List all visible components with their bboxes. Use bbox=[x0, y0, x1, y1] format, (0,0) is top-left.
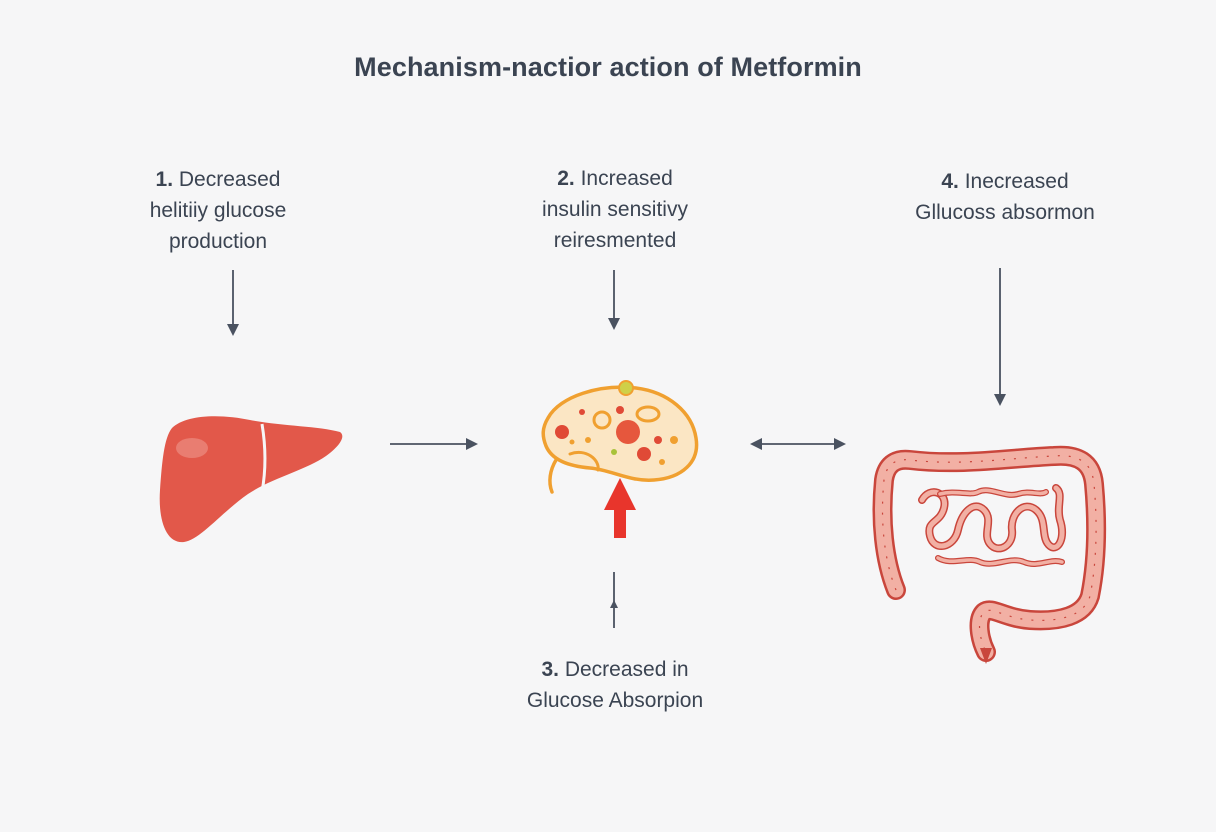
step-1-line-1: Decreased bbox=[178, 168, 281, 191]
step-3-label: 3. Decreased in Glucose Absorpion bbox=[495, 654, 735, 716]
intestine-icon bbox=[872, 445, 1107, 664]
step-4-label: 4. Inecreased Gllucoss absormon bbox=[885, 166, 1125, 228]
step-1-label: 1. Decreased helitiiy glucose production bbox=[103, 164, 333, 257]
step-3-line-2: Glucose Absorpion bbox=[526, 689, 704, 712]
muscle-cell-icon bbox=[541, 380, 699, 494]
step-2-line-3: reiresmented bbox=[553, 229, 677, 252]
step-2-label: 2. Increased insulin sensitivy reiresmen… bbox=[495, 163, 735, 256]
step-2-number: 2. bbox=[557, 167, 575, 190]
arrow-liver-to-muscle bbox=[390, 438, 478, 450]
step-4-line-1: Inecreased bbox=[964, 170, 1069, 193]
red-up-arrow-icon bbox=[604, 478, 636, 538]
step-4-number: 4. bbox=[941, 170, 959, 193]
arrow-step4-to-intestine bbox=[994, 268, 1006, 406]
step-3-line-1: Decreased in bbox=[564, 658, 689, 681]
liver-icon bbox=[159, 416, 343, 543]
step-1-line-3: production bbox=[168, 230, 268, 253]
arrow-step3-to-muscle bbox=[610, 572, 618, 628]
step-1-number: 1. bbox=[155, 168, 174, 191]
step-2-line-1: Increased bbox=[580, 167, 673, 190]
step-4-line-2: Gllucoss absormon bbox=[915, 201, 1095, 224]
step-1-line-2: helitiiy glucose bbox=[149, 199, 287, 222]
step-2-line-2: insulin sensitivy bbox=[542, 198, 688, 221]
double-arrow-muscle-intestine bbox=[750, 438, 846, 450]
step-3-number: 3. bbox=[541, 658, 559, 681]
diagram-title: Mechanism-nactior action of Metformin bbox=[354, 52, 862, 82]
arrow-step1-to-liver bbox=[227, 270, 239, 336]
arrow-step2-to-muscle bbox=[608, 270, 620, 330]
